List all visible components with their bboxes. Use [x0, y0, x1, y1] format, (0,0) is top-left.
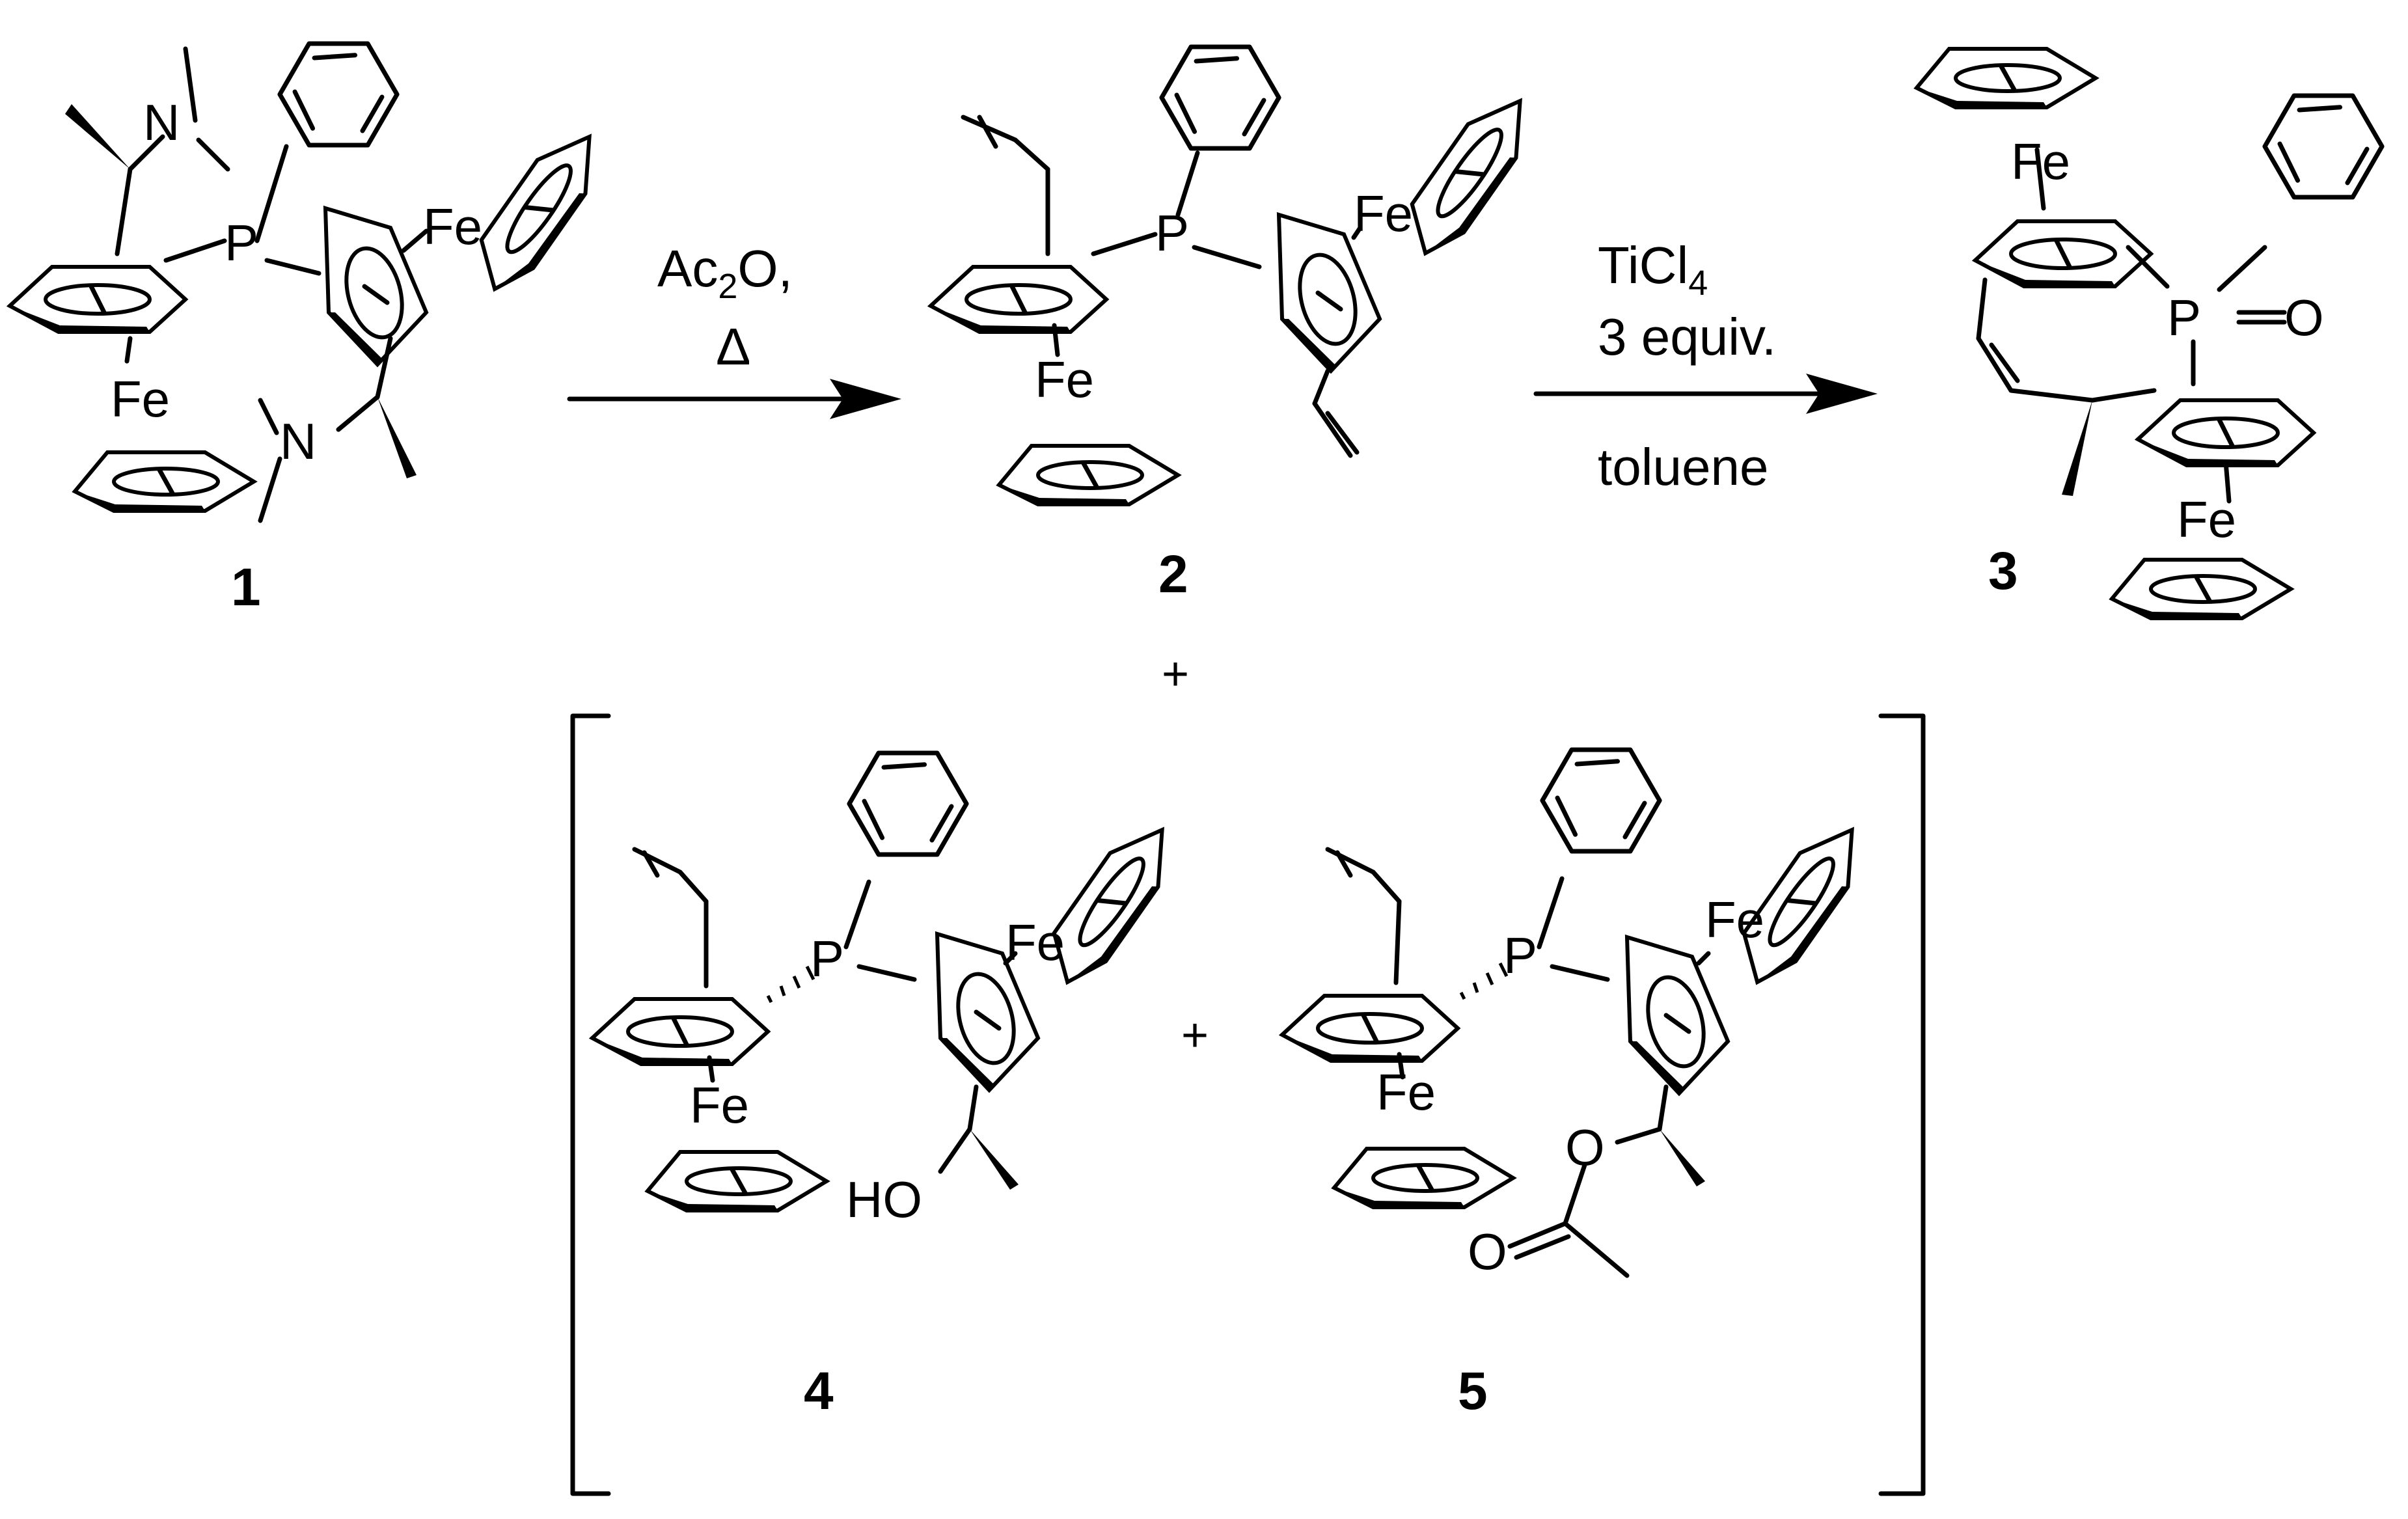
atom-p: P [2167, 289, 2201, 346]
compound-3-structure: Fe P O Fe 3 [1917, 49, 2397, 618]
atom-fe: Fe [1354, 185, 1413, 242]
bracket-right [1878, 713, 1926, 1496]
compound-label-3: 3 [1988, 541, 2018, 601]
atom-o: O [1468, 1223, 1507, 1280]
atom-p: P [1155, 204, 1189, 262]
reagent-equiv: 3 equiv. [1598, 308, 1776, 366]
compound-2-structure: P Fe Fe 2 [931, 21, 1544, 604]
atom-p: P [1503, 927, 1537, 984]
atom-n: N [143, 94, 180, 151]
atom-o: O [2284, 289, 2324, 346]
compound-label-2: 2 [1158, 545, 1188, 604]
atom-n: N [280, 413, 316, 470]
reagent-solvent: toluene [1598, 438, 1768, 496]
atom-fe: Fe [423, 198, 482, 255]
plus-sign: + [1181, 1009, 1209, 1061]
atom-ho: HO [846, 1171, 922, 1228]
atom-o: O [1565, 1119, 1605, 1176]
compound-1-structure: N P Fe Fe N 1 [10, 18, 613, 617]
reaction-arrow-1: Ac2O, Δ [567, 239, 901, 419]
atom-fe: Fe [2177, 491, 2236, 548]
compound-5-structure: P Fe Fe O O 5 [1282, 724, 1876, 1421]
reagent-ac2o: Ac2O, [657, 239, 793, 306]
atom-fe: Fe [111, 370, 170, 428]
reagent-ticl4: TiCl4 [1598, 236, 1708, 303]
plus-sign: + [1162, 648, 1189, 700]
atom-fe: Fe [1006, 914, 1065, 971]
atom-fe: Fe [1376, 1063, 1436, 1121]
bracket-left [570, 713, 611, 1496]
compound-label-4: 4 [804, 1362, 834, 1421]
atom-fe: Fe [690, 1076, 749, 1134]
atom-p: P [225, 214, 258, 271]
atom-fe: Fe [2011, 133, 2070, 190]
atom-fe: Fe [1705, 891, 1764, 948]
compound-4-structure: P Fe Fe HO 4 [592, 728, 1186, 1421]
compound-label-5: 5 [1458, 1362, 1488, 1421]
compound-label-1: 1 [231, 558, 261, 617]
reagent-heat: Δ [716, 318, 750, 376]
atom-p: P [810, 930, 844, 987]
atom-fe: Fe [1035, 351, 1094, 408]
reaction-arrow-2: TiCl4 3 equiv. toluene [1533, 236, 1878, 496]
